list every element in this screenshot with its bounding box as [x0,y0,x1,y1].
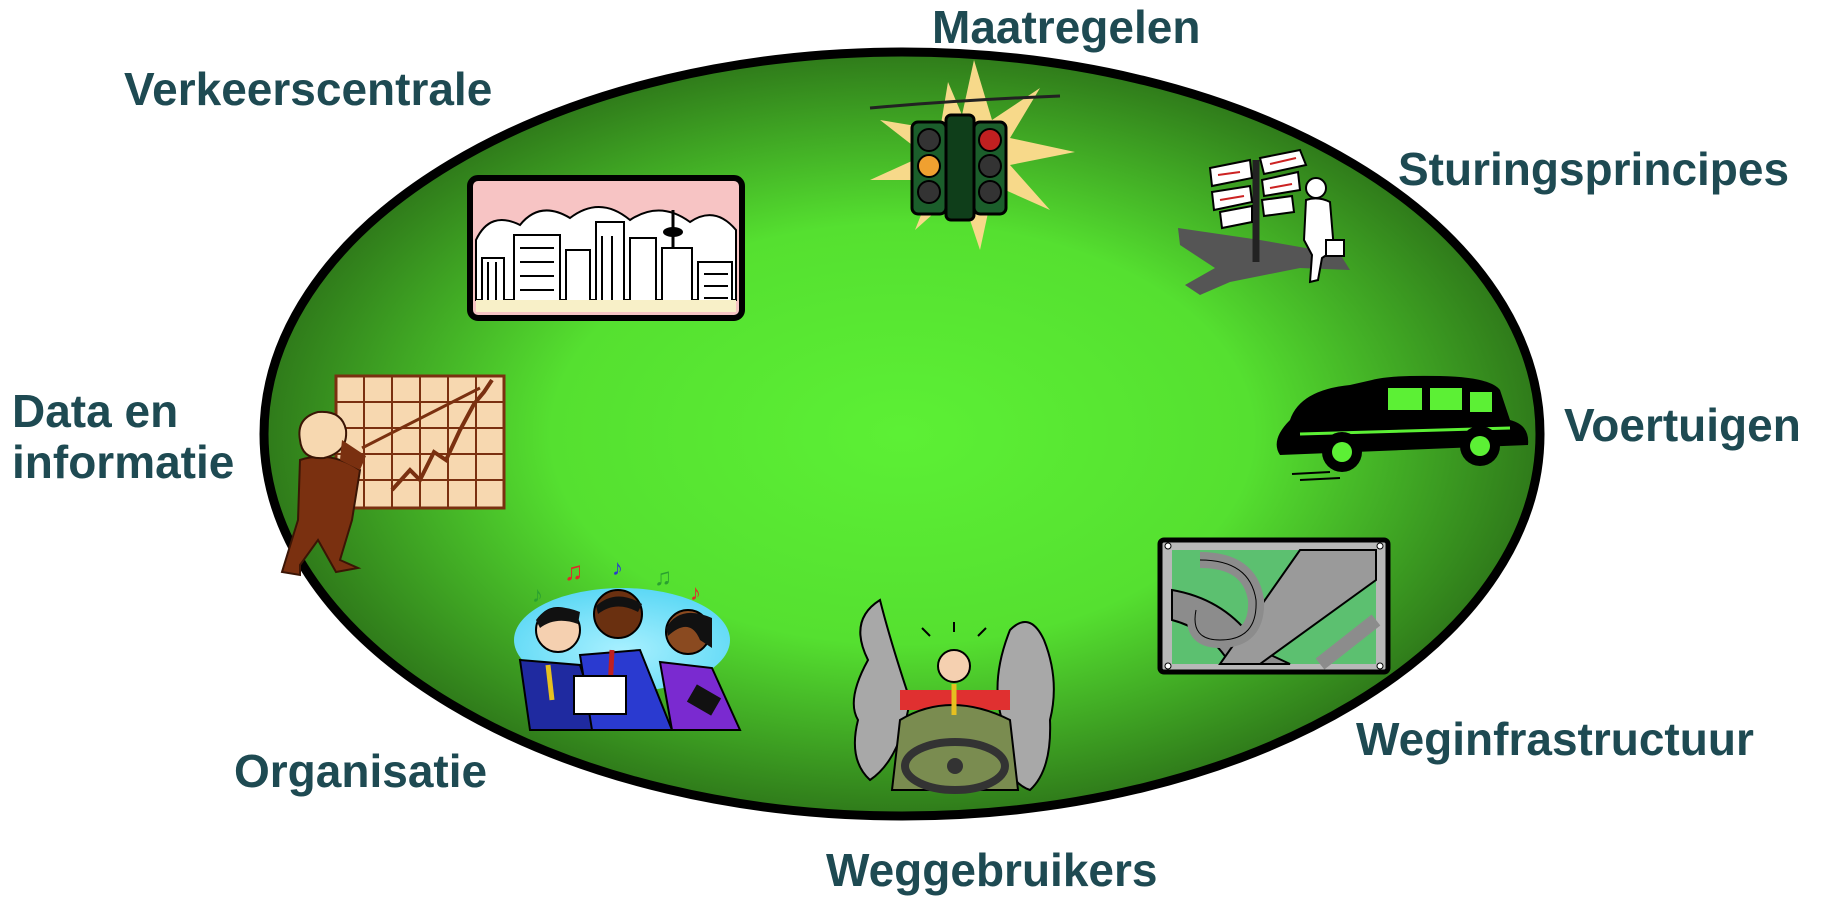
presenter-chart-icon [280,374,506,577]
car-icon [1276,375,1529,481]
svg-text:♫: ♫ [654,564,672,591]
traffic-light-icon [869,60,1075,250]
label-weginfrastructuur: Weginfrastructuur [1356,713,1754,765]
city-skyline-icon [467,175,745,321]
svg-text:♫: ♫ [564,556,584,586]
label-data-line2: informatie [12,435,235,488]
label-maatregelen: Maatregelen [932,1,1201,53]
label-voertuigen: Voertuigen [1564,399,1801,451]
label-organisatie: Organisatie [234,745,488,797]
svg-text:♪: ♪ [690,580,701,605]
label-data-en-informatie: Data en informatie [12,386,234,487]
interchange-icon [1157,537,1391,675]
singing-people-icon: ♫ ♪ ♫ ♪ ♪ [514,555,742,731]
svg-text:♪: ♪ [532,582,543,607]
signpost-traveler-icon [1178,148,1350,295]
label-data-line1: Data en [12,385,179,437]
svg-text:♪: ♪ [612,555,623,580]
stressed-driver-icon [852,598,1055,794]
label-weggebruikers: Weggebruikers [826,844,1158,896]
label-sturingsprincipes: Sturingsprincipes [1398,143,1790,195]
label-verkeerscentrale: Verkeerscentrale [124,63,493,115]
